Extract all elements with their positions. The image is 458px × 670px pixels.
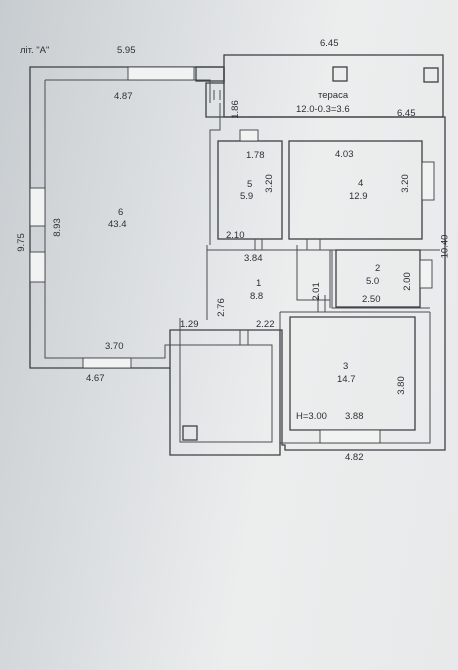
room-6-area: 43.4 [108, 219, 127, 230]
window [319, 429, 381, 444]
dim-hall-width: 3.84 [244, 253, 263, 264]
dim-room4-depth: 3.20 [399, 174, 411, 193]
dim-overall-right: 10.40 [439, 234, 451, 259]
outer-wall [29, 66, 446, 451]
room-2-area: 5.0 [366, 276, 380, 287]
dim-overall-left: 9.75 [15, 233, 27, 252]
dim-room2-height: 2.00 [401, 272, 413, 291]
dim-terrace-width: 6.45 [397, 108, 416, 119]
room-5-number: 5 [247, 179, 253, 190]
window [127, 66, 195, 81]
room-3-number: 3 [343, 361, 349, 372]
room-6-number: 6 [118, 207, 124, 218]
window [419, 259, 433, 289]
room-2-number: 2 [375, 263, 381, 274]
dim-room5-width: 1.78 [246, 150, 265, 161]
inner-outer-wall [44, 79, 221, 359]
dim-room4-width: 4.03 [335, 149, 354, 160]
dim-top-right: 6.45 [320, 38, 339, 49]
window [29, 187, 46, 227]
dim-room5-bottom: 2.10 [226, 230, 245, 241]
room-1-number: 1 [256, 278, 262, 289]
dim-room2-width: 2.50 [362, 294, 381, 305]
dim-room6-top: 4.87 [114, 91, 133, 102]
dim-hall-bottom: 2.22 [256, 319, 275, 330]
porch-post [182, 425, 198, 441]
window [239, 129, 259, 142]
porch-inner [179, 344, 273, 443]
porch-outline [169, 330, 281, 456]
terrace-name: тераса [318, 90, 349, 101]
dim-bottom-right: 4.82 [345, 452, 364, 463]
hall-wall [206, 245, 440, 320]
dim-hall-height-right: 2.01 [310, 282, 322, 301]
terrace-post [423, 67, 439, 83]
window [29, 251, 46, 283]
window [421, 161, 435, 201]
terrace-area: 12.0-0.3=3.6 [296, 104, 350, 115]
dim-top-left: 5.95 [117, 45, 136, 56]
dim-room6-bottom: 3.70 [105, 341, 124, 352]
room-3-outline [289, 316, 416, 431]
room-4-number: 4 [358, 178, 364, 189]
dim-terrace-depth: 1.86 [229, 100, 241, 119]
terrace-outline [223, 54, 444, 118]
dim-room6-height: 8.93 [51, 218, 63, 237]
dim-room3-height: 3.80 [395, 376, 407, 395]
door-mark [213, 90, 326, 345]
window [82, 357, 132, 369]
dim-notch: 1.29 [180, 319, 199, 330]
height-note: H=3.00 [296, 411, 327, 422]
litera-label: літ. "А" [20, 45, 50, 56]
dim-room3-width: 3.88 [345, 411, 364, 422]
room-4-area: 12.9 [349, 191, 368, 202]
terrace-post [332, 66, 348, 82]
terrace-post [195, 66, 225, 82]
dim-bottom-left: 4.67 [86, 373, 105, 384]
dim-hall-height-left: 2.76 [215, 298, 227, 317]
room-3-area: 14.7 [337, 374, 356, 385]
room-1-area: 8.8 [250, 291, 264, 302]
dim-room5-depth: 3.20 [263, 174, 275, 193]
room-5-area: 5.9 [240, 191, 254, 202]
